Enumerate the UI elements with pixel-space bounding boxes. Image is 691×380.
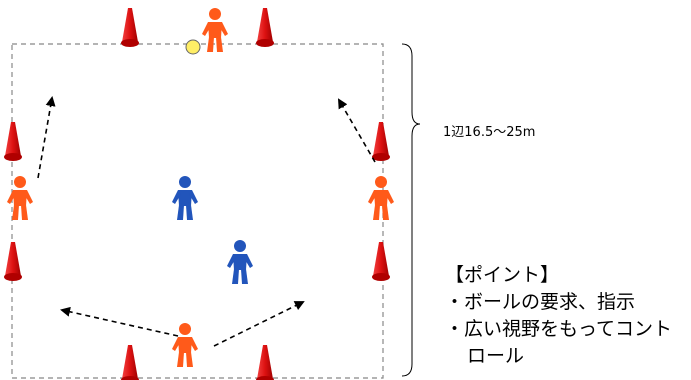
cone-icon [121,8,139,47]
side-length-brace [401,43,421,377]
cone-icon [372,242,390,281]
ball-icon [185,39,201,55]
pass-arrow [37,96,56,179]
point-item: ロール [467,345,525,367]
pass-arrow [213,301,305,347]
cone-icon [256,8,274,47]
point-item: ・ボールの要求、指示 [445,291,636,313]
point-item: ・広い視野をもってコント [445,318,673,340]
blue-player-icon [227,240,253,284]
pass-arrow [60,306,179,337]
side-length-label: 1辺16.5～25m [443,125,536,140]
cone-icon [372,122,390,161]
orange-player-icon [368,176,394,220]
orange-player-icon [202,8,228,52]
points-heading: 【ポイント】 [445,264,560,286]
orange-player-icon [7,176,33,220]
cone-icon [4,242,22,281]
cone-icon [121,345,139,380]
cone-icon [256,345,274,380]
pass-arrow [337,98,376,163]
orange-player-icon [172,323,198,367]
blue-player-icon [172,176,198,220]
points-box: 【ポイント】 ・ボールの要求、指示 ・広い視野をもってコント ロール [445,262,672,370]
field-boundary [11,43,384,379]
cone-icon [4,122,22,161]
